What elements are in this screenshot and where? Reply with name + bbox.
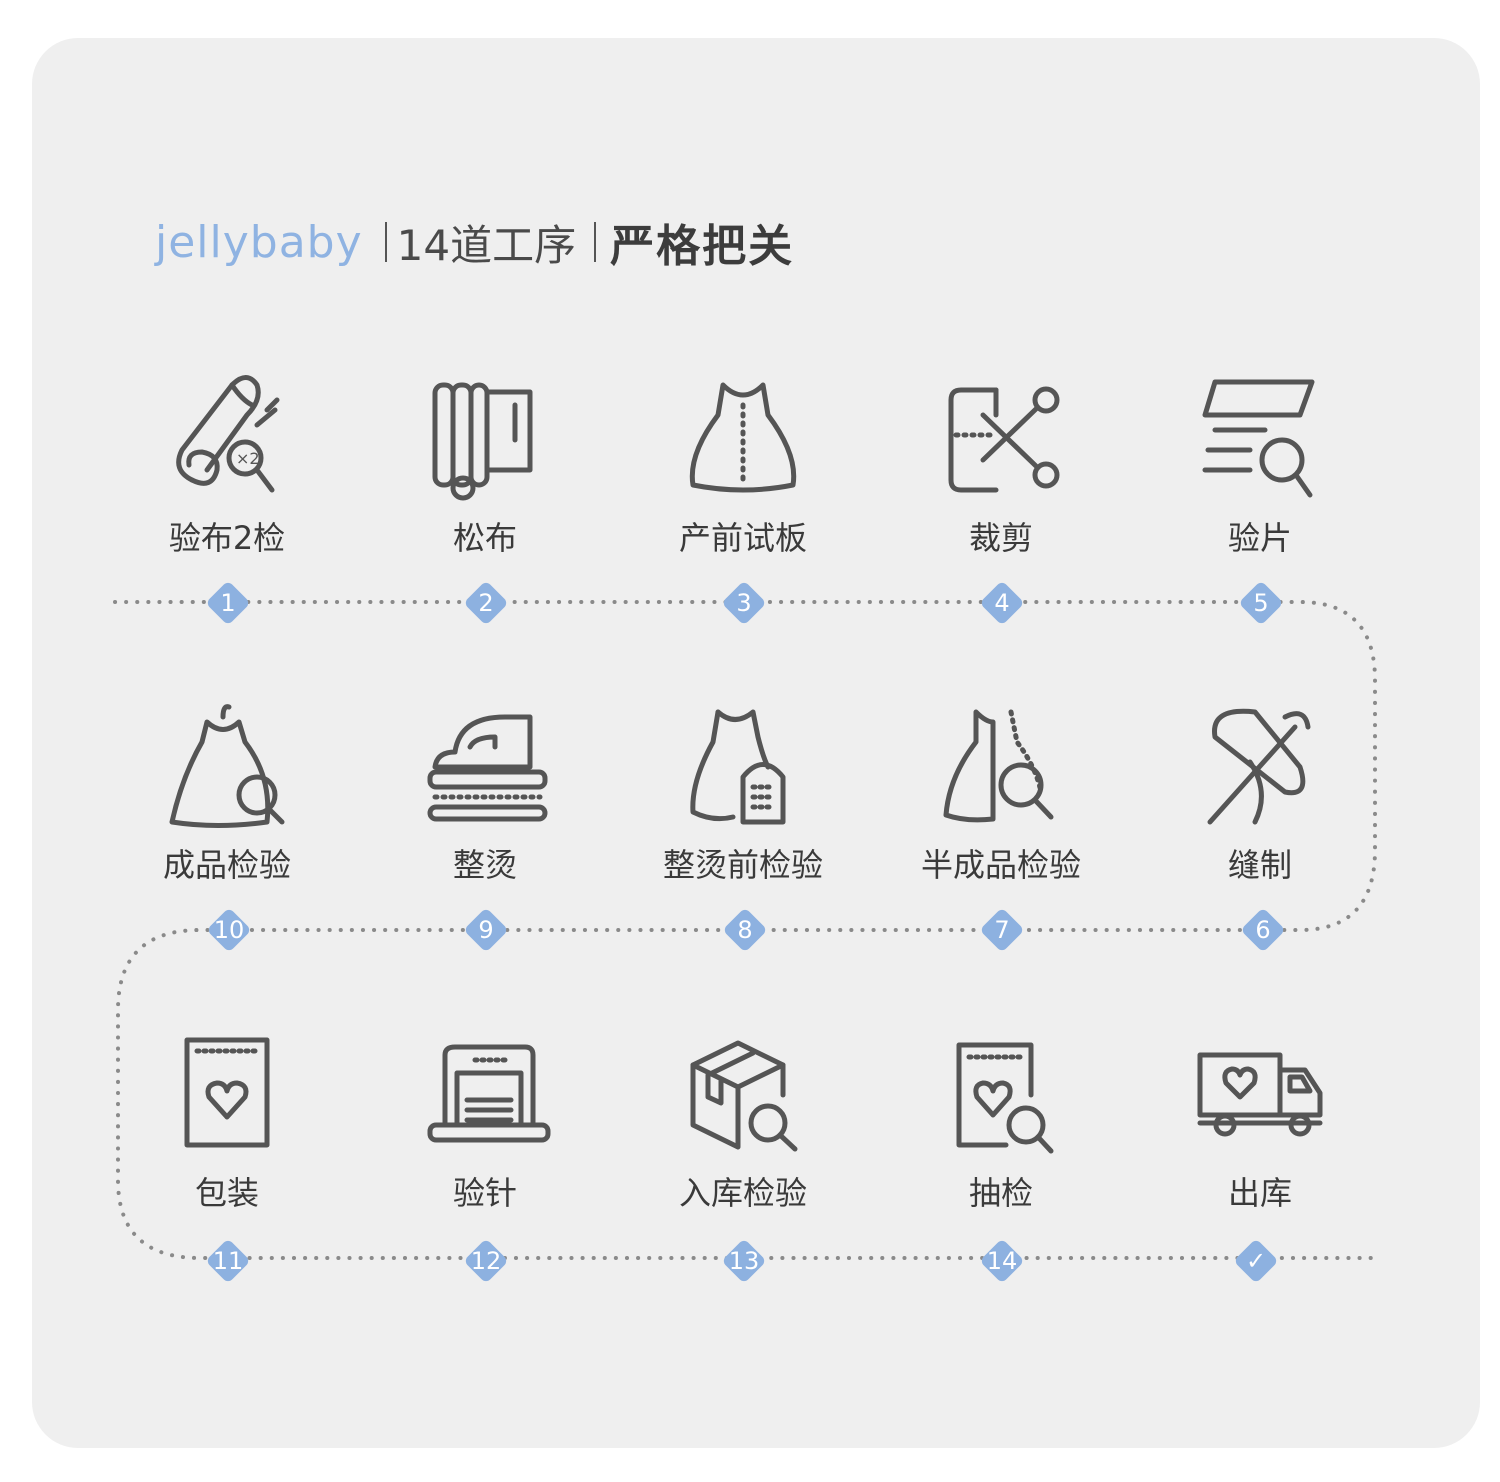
step-14: 抽检: [881, 1025, 1121, 1213]
step-7: 半成品检验: [881, 697, 1121, 885]
step-badge: 4: [979, 580, 1025, 626]
step-label: 验布2检: [168, 519, 286, 557]
fabric-pieces-inspect-icon: [1202, 379, 1315, 498]
step-badge: 3: [721, 580, 767, 626]
step-label: 验针: [452, 1174, 517, 1212]
needle-detector-icon: [427, 1044, 551, 1143]
step-label: 抽检: [968, 1174, 1033, 1212]
step-badge: 10: [206, 907, 252, 953]
step-label: 整烫: [452, 846, 517, 884]
header: jellybaby 14道工序 严格把关: [155, 212, 795, 273]
step-5: 验片: [1140, 370, 1380, 558]
step-label: 包装: [194, 1174, 259, 1212]
step-6: 缝制: [1140, 697, 1380, 885]
step-label: 整烫前检验: [662, 846, 823, 884]
step-label: 入库检验: [678, 1174, 807, 1212]
step-badge: 5: [1238, 580, 1284, 626]
step-label: 产前试板: [678, 519, 807, 557]
step-badge: 1: [205, 580, 251, 626]
step-12: 验针: [365, 1025, 605, 1213]
step-11: 包装: [107, 1025, 347, 1213]
dress-hanger-inspect-icon: [169, 704, 285, 828]
step-15: 出库: [1140, 1025, 1380, 1213]
brand-logo: jellybaby: [155, 216, 363, 268]
step-4: 裁剪: [881, 370, 1121, 558]
headline: 严格把关: [610, 221, 795, 272]
fabric-bolt-icon: [432, 382, 533, 501]
step-badge: 8: [722, 907, 768, 953]
check-badge: ✓: [1233, 1238, 1279, 1284]
fabric-roll-inspect-icon: ×2: [176, 375, 280, 493]
step-13: 入库检验: [623, 1025, 863, 1213]
step-9: 整烫: [365, 697, 605, 885]
step-label: 验片: [1227, 519, 1292, 557]
divider: [384, 222, 387, 262]
scissors-pattern-icon: [948, 386, 1060, 493]
step-badge: 9: [463, 907, 509, 953]
step-badge: 6: [1240, 907, 1286, 953]
step-1: ×2 验布2检: [107, 370, 347, 558]
svg-text:×2: ×2: [236, 449, 260, 468]
step-8: 整烫前检验: [623, 697, 863, 885]
step-badge: 11: [205, 1238, 251, 1284]
step-badge: 12: [463, 1238, 509, 1284]
needle-thread-icon: [1207, 708, 1311, 825]
half-dress-inspect-icon: [943, 709, 1054, 823]
step-label: 缝制: [1227, 846, 1292, 884]
step-label: 松布: [452, 519, 517, 557]
box-inspect-icon: [690, 1040, 798, 1152]
subtitle: 14道工序: [396, 220, 577, 270]
divider: [594, 222, 597, 262]
step-label: 成品检验: [162, 846, 291, 884]
iron-icon: [427, 714, 548, 822]
step-badge: 7: [979, 907, 1025, 953]
step-2: 松布: [365, 370, 605, 558]
package-bag-icon: [184, 1037, 270, 1148]
delivery-truck-icon: [1197, 1052, 1323, 1137]
step-label: 半成品检验: [920, 846, 1081, 884]
step-label: 裁剪: [968, 519, 1033, 557]
step-3: 产前试板: [623, 370, 863, 558]
step-badge: 13: [721, 1238, 767, 1284]
dress-iron-check-icon: [690, 709, 786, 825]
step-label: 出库: [1227, 1174, 1292, 1212]
card-background: [32, 38, 1480, 1448]
bag-spot-check-icon: [956, 1042, 1054, 1154]
check-icon: ✓: [1245, 1247, 1267, 1275]
step-badge: 14: [979, 1238, 1025, 1284]
step-badge: 2: [463, 580, 509, 626]
dress-sample-icon: [689, 382, 797, 493]
step-10: 成品检验: [107, 697, 347, 885]
